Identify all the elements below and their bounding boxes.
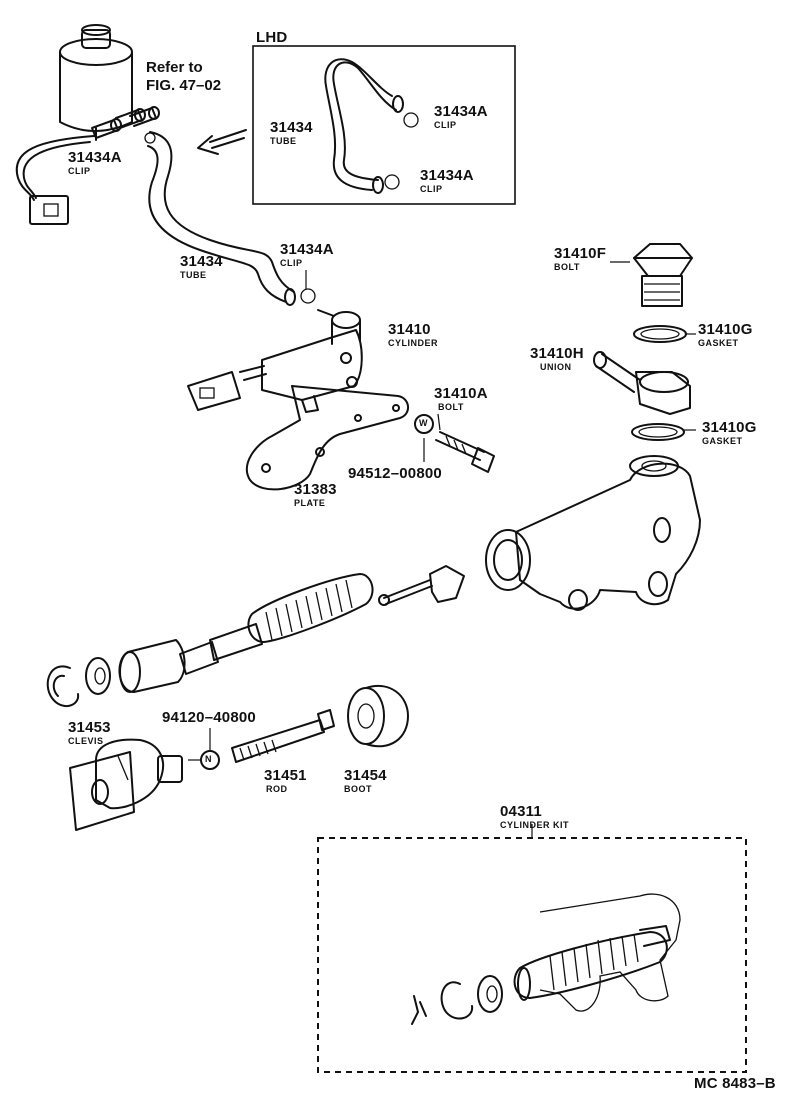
- cylinder-small: [187, 309, 363, 413]
- nut-number: 94120–40800: [162, 709, 256, 726]
- lhd-clip-bottom-name: CLIP: [420, 184, 443, 194]
- cylinder-number: 31410: [388, 321, 431, 338]
- union-number: 31410H: [530, 345, 584, 362]
- clevis: [69, 738, 183, 831]
- lhd-tube-name: TUBE: [270, 136, 297, 146]
- boot-name: BOOT: [344, 784, 372, 794]
- bolt-f-number: 31410F: [554, 245, 607, 262]
- nut: [200, 750, 220, 770]
- bolt-a-name: BOLT: [438, 402, 464, 412]
- rod-name: ROD: [266, 784, 288, 794]
- clip-left-name: CLIP: [68, 166, 91, 176]
- clip-tube-end-name: CLIP: [280, 258, 303, 268]
- tube-main-name: TUBE: [180, 270, 207, 280]
- lhd-clip-top-name: CLIP: [434, 120, 457, 130]
- cylinder-kit-parts: [411, 893, 681, 1025]
- gasket-top-number: 31410G: [698, 321, 753, 338]
- gasket-bottom-number: 31410G: [702, 419, 757, 436]
- clip-ring: [300, 288, 316, 304]
- clip-left-number: 31434A: [68, 149, 122, 166]
- gasket-bottom: [631, 423, 685, 441]
- clevis-number: 31453: [68, 719, 111, 736]
- snap-ring: [46, 665, 80, 708]
- refer-note-line2: FIG. 47–02: [146, 77, 222, 94]
- bolt-f: [633, 243, 693, 307]
- reservoir: [59, 24, 133, 141]
- boot: [347, 685, 409, 748]
- lhd-title: LHD: [256, 29, 288, 46]
- nut-symbol: N: [205, 754, 212, 764]
- union: [593, 351, 691, 415]
- bolt-f-name: BOLT: [554, 262, 580, 272]
- rod-number: 31451: [264, 767, 307, 784]
- lhd-tube: [324, 58, 419, 194]
- cylinder-name: CYLINDER: [388, 338, 439, 348]
- lhd-tube-number: 31434: [270, 119, 313, 136]
- clip-tube-end-number: 31434A: [280, 241, 334, 258]
- bolt-a: [435, 431, 495, 473]
- piston-spring: [118, 573, 374, 693]
- reservoir-outlets: [91, 106, 160, 144]
- plate: [245, 385, 409, 491]
- cylinder-kit-number: 04311: [500, 803, 542, 820]
- main-tube: [147, 131, 296, 306]
- washer-symbol: W: [419, 418, 428, 428]
- plate-name: PLATE: [294, 498, 326, 508]
- lhd-reference-arrow: [197, 129, 247, 155]
- level-sensor-wire: [15, 135, 95, 225]
- cylinder-kit-box: [317, 837, 747, 1073]
- gasket-top-name: GASKET: [698, 338, 739, 348]
- cylinder-kit-name: CYLINDER KIT: [500, 820, 569, 830]
- piston-washer: [85, 657, 111, 695]
- refer-note-line1: Refer to: [146, 59, 203, 76]
- tube-main-number: 31434: [180, 253, 223, 270]
- clevis-name: CLEVIS: [68, 736, 104, 746]
- cylinder-body: [485, 455, 701, 611]
- gasket-bottom-name: GASKET: [702, 436, 743, 446]
- rod: [231, 709, 335, 763]
- washer: [414, 414, 434, 434]
- washer-number: 94512–00800: [348, 465, 442, 482]
- plate-number: 31383: [294, 481, 337, 498]
- union-name: UNION: [540, 362, 572, 372]
- lhd-clip-top-number: 31434A: [434, 103, 488, 120]
- figure-code: MC 8483–B: [694, 1075, 776, 1092]
- boot-number: 31454: [344, 767, 387, 784]
- push-rod: [378, 565, 465, 606]
- bolt-a-number: 31410A: [434, 385, 488, 402]
- lhd-clip-bottom-number: 31434A: [420, 167, 474, 184]
- lhd-box: [252, 45, 516, 205]
